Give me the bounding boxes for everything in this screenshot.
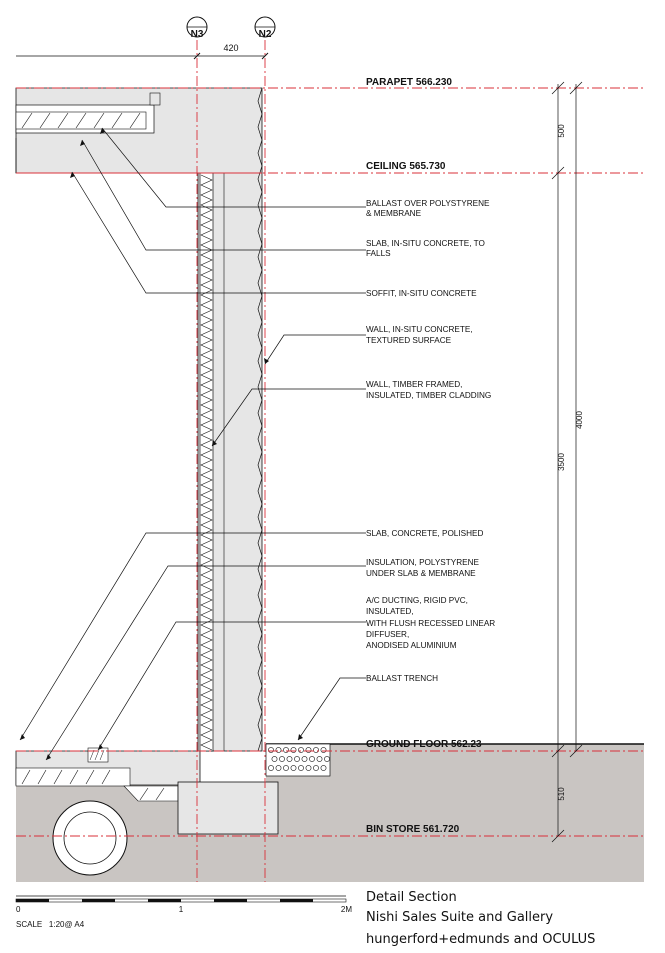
level-bin-store: BIN STORE 561.720 [366, 824, 460, 835]
insulation-zigzag [200, 174, 213, 751]
span-420: 420 [223, 43, 238, 53]
label-slab-insitu: SLAB, IN-SITU CONCRETE, TO FALLS [366, 239, 487, 258]
grid-n2-label: N2 [259, 29, 272, 40]
dim-510: 510 [557, 787, 566, 801]
ballast-trench [265, 743, 331, 777]
wall [197, 87, 263, 752]
grid-span-dimension: 420 [16, 43, 269, 60]
title-line-3: hungerford+edmunds and OCULUS [366, 932, 595, 947]
label-ducting: A/C DUCTING, RIGID PVC, INSULATED, WITH … [366, 596, 497, 650]
scale-tick-2: 2M [341, 905, 352, 914]
level-ground: GROUND FLOOR 562.23 [366, 739, 482, 750]
title-line-1: Detail Section [366, 890, 457, 905]
dim-4000: 4000 [575, 411, 584, 429]
scale-note: SCALE 1:20@ A4 [16, 920, 85, 929]
bin-store-pipe [52, 800, 128, 876]
label-wall-timber: WALL, TIMBER FRAMED, INSULATED, TIMBER C… [366, 380, 491, 400]
level-lines [16, 87, 644, 837]
title-line-2: Nishi Sales Suite and Gallery [366, 910, 553, 925]
label-wall-concrete: WALL, IN-SITU CONCRETE, TEXTURED SURFACE [366, 325, 475, 345]
label-slab-polished: SLAB, CONCRETE, POLISHED [366, 529, 483, 538]
scale-tick-1: 1 [179, 905, 184, 914]
label-soffit: SOFFIT, IN-SITU CONCRETE [366, 289, 477, 298]
label-ballast: BALLAST OVER POLYSTYRENE & MEMBRANE [366, 199, 492, 218]
roof-ballast-hatch [21, 112, 141, 129]
ground-slab [15, 747, 279, 835]
dimension-chain [551, 81, 583, 843]
grid-bubble-n2: N2 [254, 16, 276, 40]
scale-bar: 0 1 2M SCALE 1:20@ A4 [15, 895, 352, 929]
dim-3500: 3500 [557, 453, 566, 471]
grid-n3-label: N3 [191, 29, 204, 40]
leader-lines [19, 127, 366, 761]
grid-lines [196, 40, 266, 882]
label-insulation: INSULATION, POLYSTYRENE UNDER SLAB & MEM… [366, 558, 481, 578]
textured-surface [257, 87, 263, 752]
footing [177, 781, 279, 835]
ac-duct [87, 747, 109, 763]
grid-bubble-n3: N3 [186, 16, 208, 40]
label-ballast-trench: BALLAST TRENCH [366, 674, 438, 683]
level-parapet: PARAPET 566.230 [366, 77, 452, 88]
level-ceiling: CEILING 565.730 [366, 161, 446, 172]
dim-500: 500 [557, 124, 566, 138]
roof-slab [15, 87, 263, 174]
scale-tick-0: 0 [16, 905, 21, 914]
